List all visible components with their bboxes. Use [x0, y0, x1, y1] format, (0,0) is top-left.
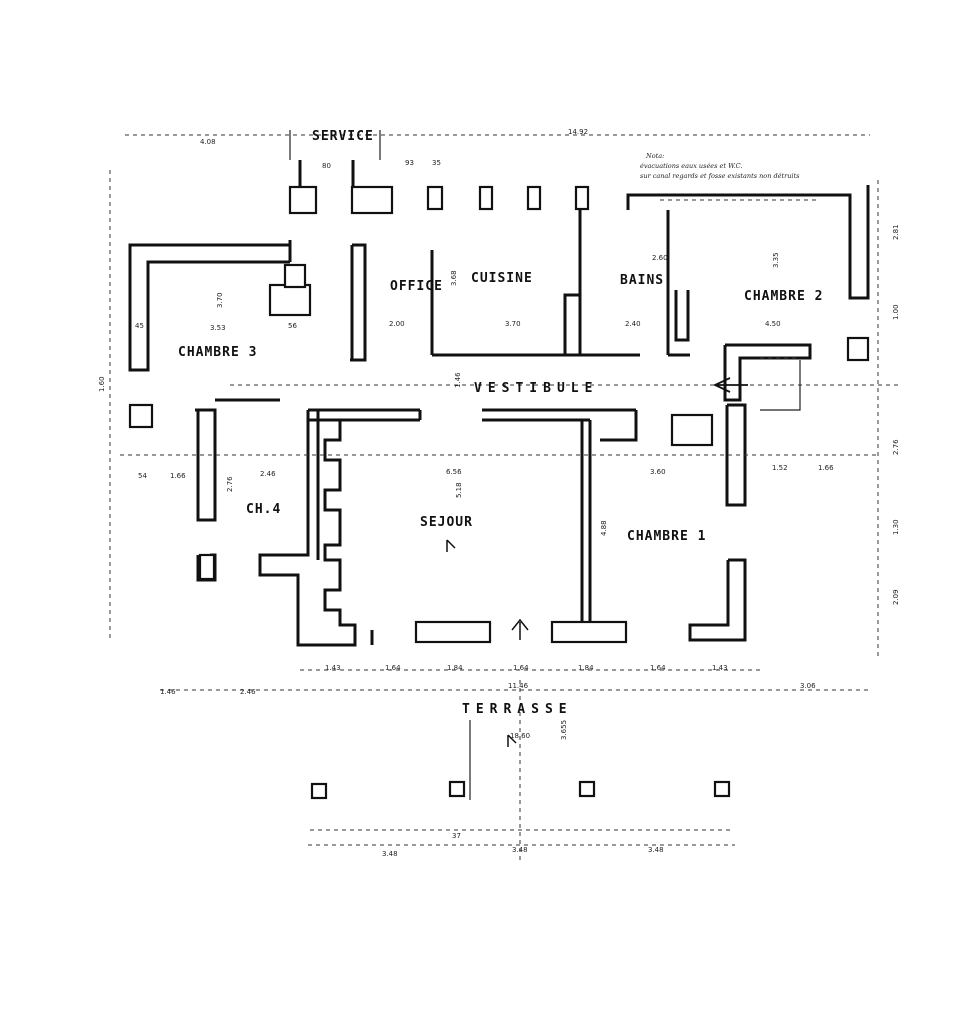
label-chambre1: CHAMBRE 1: [627, 529, 706, 544]
dim-sm-80: 80: [322, 162, 331, 170]
dim-top-total: 14.92: [568, 128, 588, 136]
dim-right-209: 2.09: [892, 589, 900, 605]
label-bains: BAINS: [620, 273, 664, 288]
dimensions: 14.92 4.08 93 35 80 3.70 2.00 2.40 4.50 …: [98, 128, 900, 858]
dim-right-276: 2.76: [892, 439, 900, 455]
dim-bot-1: 3.48: [382, 850, 398, 858]
side-entry-arrow-icon: [712, 377, 748, 393]
dim-bot-2: 3.48: [512, 846, 528, 854]
dim-ch3-h: 3.70: [216, 292, 224, 308]
dim-sejour-w: 6.56: [446, 468, 462, 476]
dim-terr-h: 3.655: [560, 720, 568, 740]
dim-cuis-h: 3.68: [450, 270, 458, 286]
dim-left-out2: 2.46: [240, 688, 256, 696]
dim-ch3: 3.53: [210, 324, 226, 332]
arrow-icons: [446, 377, 748, 747]
dim-right-281: 2.81: [892, 224, 900, 240]
label-cuisine: CUISINE: [471, 271, 533, 286]
dim-right-100: 1.00: [892, 304, 900, 320]
piers: [128, 185, 870, 800]
dim-bay-2: 1.64: [385, 664, 401, 672]
dim-right-130: 1.30: [892, 519, 900, 535]
dim-ch2-x: 1.52: [772, 464, 788, 472]
dim-ch1-w: 3.60: [650, 468, 666, 476]
dim-terr-2: 18.60: [510, 732, 530, 740]
dim-w-37: 37: [452, 832, 461, 840]
dim-left-out: 1.46: [160, 688, 176, 696]
dim-ch2: 4.50: [765, 320, 781, 328]
dim-ch3-x: 1.66: [170, 472, 186, 480]
dim-bay-3: 1.84: [447, 664, 463, 672]
dim-ch2-y: 1.66: [818, 464, 834, 472]
walls: [128, 160, 870, 647]
room-labels: SERVICE OFFICE CUISINE BAINS CHAMBRE 2 C…: [178, 129, 823, 717]
entry-arrow-icon: [511, 618, 529, 640]
dim-bay-1: 1.43: [325, 664, 341, 672]
dim-sm-56: 56: [288, 322, 297, 330]
dim-bay-4: 1.64: [513, 664, 529, 672]
dim-top-left: 4.08: [200, 138, 216, 146]
note-line2: sur canal regards et fosse existants non…: [640, 172, 800, 180]
dim-bay-5: 1.84: [578, 664, 594, 672]
label-terrasse: TERRASSE: [462, 702, 573, 717]
label-service: SERVICE: [312, 129, 374, 144]
note: Nota: évacuations eaux usées et W.C. sur…: [640, 152, 800, 180]
dim-sejour-h: 5.18: [455, 482, 463, 498]
label-ch4: CH.4: [246, 502, 281, 517]
dim-bains-x: 2.60: [652, 254, 668, 262]
dim-ch1-h: 4.88: [600, 520, 608, 536]
arrow-sejour-icon: [446, 539, 456, 552]
label-sejour: SEJOUR: [420, 515, 473, 530]
dim-right-out: 3.06: [800, 682, 816, 690]
dim-bot-3: 3.48: [648, 846, 664, 854]
dim-w-54: 54: [138, 472, 147, 480]
dim-bay-7: 1.43: [712, 664, 728, 672]
dim-bay-6: 1.64: [650, 664, 666, 672]
dim-w-93: 93: [405, 159, 414, 167]
dim-ch2-h: 3.35: [772, 252, 780, 268]
dim-w-35: 35: [432, 159, 441, 167]
dim-vest: 1.46: [454, 372, 462, 388]
dim-cuisine: 3.70: [505, 320, 521, 328]
dim-w-45: 45: [135, 322, 144, 330]
label-vestibule: VESTIBULE: [474, 381, 598, 396]
arrow-terrasse-icon: [507, 734, 517, 747]
dim-bains: 2.40: [625, 320, 641, 328]
dim-ch4-h: 2.76: [226, 476, 234, 492]
note-line1: évacuations eaux usées et W.C.: [640, 162, 743, 170]
dim-ch4-w: 2.46: [260, 470, 276, 478]
label-chambre2: CHAMBRE 2: [744, 289, 823, 304]
note-heading: Nota:: [645, 152, 664, 160]
construction-lines: [109, 130, 900, 860]
dim-office: 2.00: [389, 320, 405, 328]
dim-terr-w: 11.46: [508, 682, 529, 690]
label-chambre3: CHAMBRE 3: [178, 345, 257, 360]
dim-left-160: 1.60: [98, 376, 106, 392]
label-office: OFFICE: [390, 279, 443, 294]
